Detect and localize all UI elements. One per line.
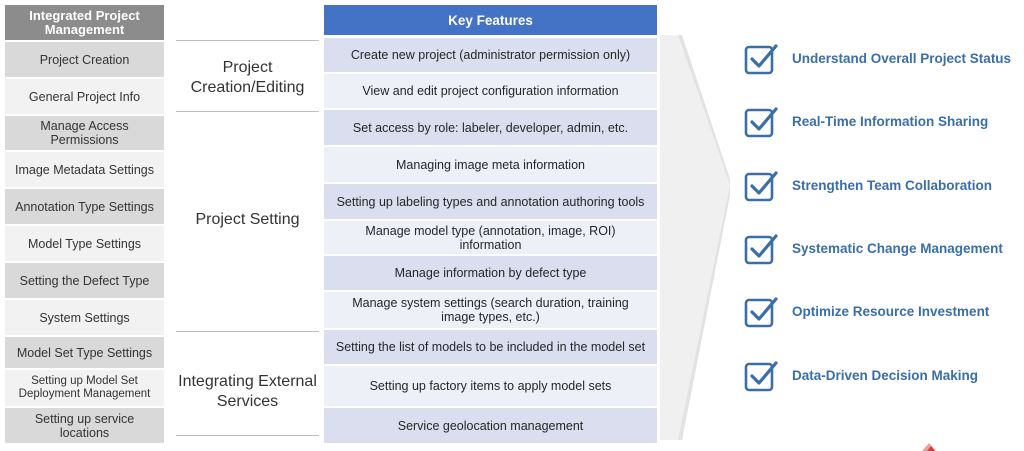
key-features-header: Key Features	[324, 5, 657, 35]
feature-row: Setting up labeling types and annotation…	[324, 184, 657, 219]
feature-row: Manage information by defect type	[324, 256, 657, 290]
left-item-annotation-type-settings: Annotation Type Settings	[5, 189, 164, 224]
benefit-label: Systematic Change Management	[792, 240, 1003, 256]
left-item-project-creation: Project Creation	[5, 42, 164, 77]
chevron-arrow	[660, 35, 730, 440]
benefit-label: Optimize Resource Investment	[792, 303, 990, 319]
left-item-model-set-deployment: Setting up Model Set Deployment Manageme…	[5, 370, 164, 406]
left-column-header: Integrated Project Management	[5, 5, 164, 40]
category-project-creation-editing: Project Creation/Editing	[190, 59, 305, 96]
left-item-manage-access-permissions: Manage Access Permissions	[5, 116, 164, 150]
benefit-item: Real-Time Information Sharing	[744, 101, 1024, 141]
benefit-item: Data-Driven Decision Making	[744, 355, 1024, 395]
left-item-image-metadata-settings: Image Metadata Settings	[5, 152, 164, 187]
left-item-model-type-settings: Model Type Settings	[5, 226, 164, 261]
category-integrating-external-services: Integrating External Services	[178, 373, 317, 410]
benefit-item: Understand Overall Project Status	[744, 38, 1024, 78]
left-item-general-project-info: General Project Info	[5, 79, 164, 114]
feature-row: View and edit project configuration info…	[324, 74, 657, 108]
left-item-model-set-type-settings: Model Set Type Settings	[5, 337, 164, 368]
feature-row: Manage model type (annotation, image, RO…	[324, 221, 657, 254]
logo-icon	[922, 443, 936, 451]
category-divider	[176, 111, 319, 112]
benefit-label: Understand Overall Project Status	[792, 50, 1012, 66]
feature-row: Setting the list of models to be include…	[324, 330, 657, 364]
feature-row: Setting up factory items to apply model …	[324, 366, 657, 406]
left-item-system-settings: System Settings	[5, 300, 164, 335]
checkbox-icon	[744, 297, 778, 328]
feature-row: Set access by role: labeler, developer, …	[324, 110, 657, 145]
checkbox-icon	[744, 44, 778, 75]
benefit-item: Optimize Resource Investment	[744, 291, 1024, 331]
benefit-item: Systematic Change Management	[744, 228, 1024, 268]
category-project-setting: Project Setting	[195, 211, 300, 228]
checkbox-icon	[744, 234, 778, 265]
feature-row: Service geolocation management	[324, 408, 657, 443]
category-divider	[176, 40, 319, 41]
feature-row: Create new project (administrator permis…	[324, 38, 657, 72]
benefit-label: Strengthen Team Collaboration	[792, 177, 993, 193]
checkbox-icon	[744, 107, 778, 138]
checkbox-icon	[744, 171, 778, 202]
benefit-label: Real-Time Information Sharing	[792, 113, 989, 129]
checkbox-icon	[744, 361, 778, 392]
category-divider	[176, 331, 319, 332]
left-item-service-locations: Setting up service locations	[5, 408, 164, 443]
feature-row: Manage system settings (search duration,…	[324, 292, 657, 328]
left-item-setting-defect-type: Setting the Defect Type	[5, 263, 164, 298]
category-divider	[176, 435, 319, 436]
feature-row: Managing image meta information	[324, 147, 657, 182]
benefit-label: Data-Driven Decision Making	[792, 367, 979, 383]
benefit-item: Strengthen Team Collaboration	[744, 165, 1024, 205]
